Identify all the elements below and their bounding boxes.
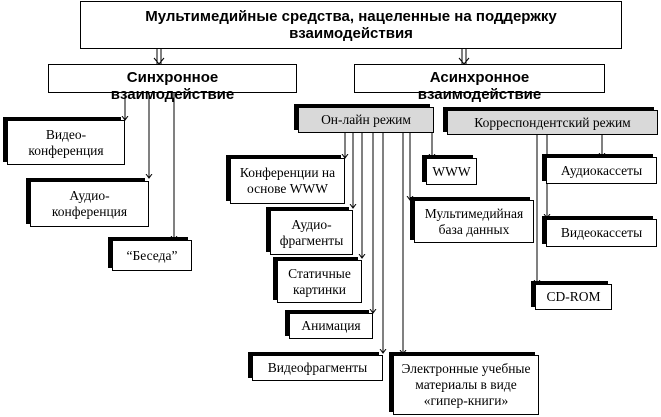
root-box: Мультимедийные средства, нацеленные на п… <box>80 1 622 49</box>
hyperbook-box: Электронные учебные материалы в виде «ги… <box>393 355 539 415</box>
static-pictures-label: Статичные картинки <box>288 265 351 297</box>
audio-fragments-label: Аудио-фрагменты <box>279 216 344 248</box>
async-box: Асинхронное взаимодействие <box>354 64 605 103</box>
animation-label: Анимация <box>301 318 361 333</box>
videocassettes-box: Видеокассеты <box>546 219 657 247</box>
multimedia-db-box: Мультимедийная база данных <box>414 200 534 243</box>
audio-conference-box: Аудио-конференция <box>30 181 149 227</box>
sync-title: Синхронное взаимодействие <box>110 69 235 103</box>
multimedia-db-label: Мультимедийная база данных <box>424 205 524 237</box>
videocassettes-label: Видеокассеты <box>560 225 643 240</box>
correspondence-mode-title: Корреспондентский режим <box>474 114 631 130</box>
audiocassettes-label: Аудиокассеты <box>560 162 643 178</box>
hyperbook-label: Электронные учебные материалы в виде «ги… <box>401 361 531 408</box>
animation-box: Анимация <box>289 313 373 339</box>
audio-conference-label: Аудио-конференция <box>51 188 128 219</box>
www-label: WWW <box>432 163 471 179</box>
static-pictures-box: Статичные картинки <box>277 260 362 303</box>
async-title: Асинхронное взаимодействие <box>417 69 542 103</box>
www-conference-label: Конференции на основе WWW <box>239 165 336 196</box>
cdrom-box: CD-ROM <box>535 284 612 310</box>
video-fragments-box: Видеофрагменты <box>252 355 383 381</box>
chat-label: “Беседа” <box>126 247 178 263</box>
audio-fragments-box: Аудио-фрагменты <box>270 210 353 255</box>
video-conference-box: Видео-конференция <box>7 120 125 165</box>
video-fragments-label: Видеофрагменты <box>267 360 368 375</box>
sync-box: Синхронное взаимодействие <box>48 64 297 103</box>
audiocassettes-box: Аудиокассеты <box>546 157 657 184</box>
online-mode-title: Он-лайн режим <box>321 112 411 127</box>
cdrom-label: CD-ROM <box>546 289 601 304</box>
chat-box: “Беседа” <box>112 240 192 271</box>
video-conference-label: Видео-конференция <box>28 126 104 158</box>
www-conference-box: Конференции на основе WWW <box>230 158 345 204</box>
www-box: WWW <box>426 158 477 185</box>
correspondence-mode-box: Корреспондентский режим <box>447 110 658 135</box>
online-mode-box: Он-лайн режим <box>298 107 434 133</box>
root-title: Мультимедийные средства, нацеленные на п… <box>145 8 557 42</box>
